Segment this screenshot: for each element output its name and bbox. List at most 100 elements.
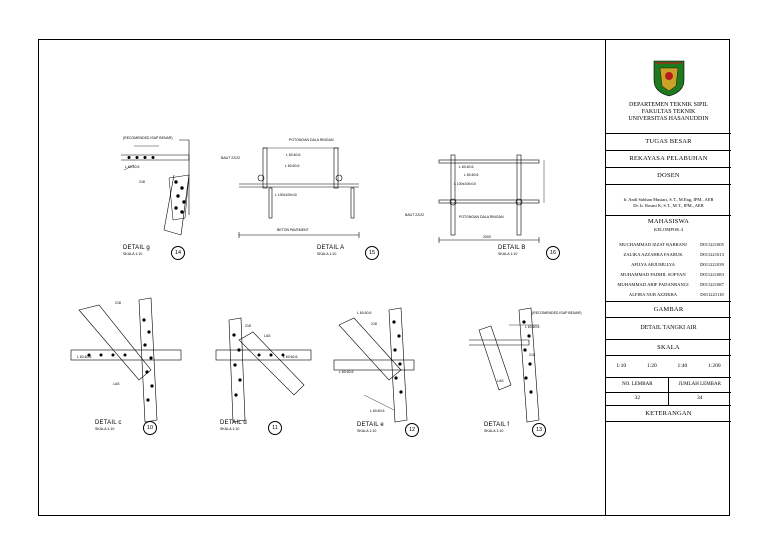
scale-value: 1:200: [708, 363, 721, 369]
detail-e-angle-label-2: L 60.60.6: [339, 370, 354, 374]
member-name: MUCHAMMAD IZZAT RABBANI: [619, 242, 687, 247]
detail-d-dim-label: 218: [245, 324, 251, 328]
students-cell: MAHASISWA KELOMPOK 4 MUCHAMMAD IZZAT RAB…: [606, 216, 731, 302]
detail-c-drawing: [70, 297, 182, 423]
scale-value: 1:10: [616, 363, 627, 369]
students-label: MAHASISWA: [647, 218, 690, 225]
list-item: ALFIRA NUR AZZIKRA D011221118: [610, 292, 728, 301]
detail-g-drawing: [121, 139, 190, 236]
sheet-total-value: 34: [697, 395, 703, 401]
institution-line-1: DEPARTEMEN TEKNIK SIPIL: [629, 102, 708, 108]
detail-a-pavement-label: BETON PAVEMENT: [277, 228, 310, 232]
detail-d-number: 11: [268, 421, 282, 435]
notes-label: KETERANGAN: [606, 406, 731, 422]
drawing-sheet: (RECOMENDED ISAP BENAR) L 60.60.6 218 L …: [38, 39, 731, 516]
detail-g-note: (RECOMENDED ISAP BENAR): [123, 136, 173, 140]
member-name: MUHAMMAD ARIF PADANRANGI: [617, 282, 689, 287]
sheet-total-label: JUMLAH LEMBAR: [678, 382, 721, 387]
detail-e-scale: SKALA 1:10: [357, 429, 377, 433]
detail-a-angle-label: L 60.60.6: [286, 153, 301, 157]
detail-a-title: DETAIL A: [317, 245, 345, 251]
detail-f-title: DETAIL f: [484, 422, 510, 428]
institution-cell: DEPARTEMEN TEKNIK SIPIL FAKULTAS TEKNIK …: [606, 40, 731, 134]
sheet-no-label: NO. LEMBAR: [621, 382, 653, 387]
detail-f-angle-label: L 60.60.6: [525, 325, 540, 329]
sheet-number-cell: NO. LEMBAR JUMLAH LEMBAR 32 34: [606, 378, 731, 406]
detail-g-title: DETAIL g: [123, 245, 150, 251]
detail-e-dim-label: 218: [371, 322, 377, 326]
scale-value: 1:40: [677, 363, 688, 369]
course-name: REKAYASA PELABUHAN: [606, 151, 731, 168]
detail-c-number: 10: [143, 421, 157, 435]
detail-g-number: 14: [171, 246, 185, 260]
drawing-area: (RECOMENDED ISAP BENAR) L 60.60.6 218 L …: [39, 40, 605, 515]
lecturer-names: Ir. Andi Subhan Mustari, S.T., M.Eng, IP…: [606, 185, 731, 216]
detail-a-bolt-label: BAUT 22/22: [221, 156, 240, 160]
member-nim: D011221013: [700, 252, 724, 257]
lecturer-label: DOSEN: [606, 168, 731, 185]
detail-f-scale: SKALA 1:10: [484, 429, 504, 433]
detail-d-las-label: LAS: [264, 334, 271, 338]
list-item: MUCHAMMAD IZZAT RABBANI D011221005: [610, 242, 728, 251]
list-item: MUHAMMAD FADHIL SOFYAN D011221083: [610, 272, 728, 281]
detail-f-drawing: [469, 307, 540, 423]
detail-a-drawing: [238, 147, 360, 238]
detail-e-title: DETAIL e: [357, 422, 384, 428]
institution-line-3: UNIVERSITAS HASANUDDIN: [628, 116, 709, 122]
detail-a-scale: SKALA 1:10: [317, 252, 337, 256]
detail-d-scale: SKALA 1:10: [220, 427, 240, 431]
scale-value: 1:20: [646, 363, 657, 369]
detail-b-angle-label-2: L 60.60.6: [464, 173, 479, 177]
detail-f-note: (RECOMENDED ISAP BENAR): [532, 311, 582, 315]
institution-line-2: FAKULTAS TEKNIK: [641, 109, 696, 115]
detail-b-dim-label: 2000: [483, 235, 491, 239]
sheet-values: 32 34: [606, 395, 731, 401]
drawing-title: DETAIL TANGKI AIR: [606, 318, 731, 340]
member-name: AFILYA ARJUMULYA: [631, 262, 675, 267]
detail-g-dim-label: 218: [139, 180, 145, 184]
detail-c-dim-label: 218: [115, 301, 121, 305]
member-nim: D011221118: [700, 292, 724, 297]
member-nim: D011221083: [700, 272, 724, 277]
detail-g-angle-label: L 60.60.6: [125, 165, 140, 169]
detail-d-drawing: [215, 317, 312, 423]
detail-b-scale: SKALA 1:10: [498, 252, 518, 256]
sheet-labels: NO. LEMBAR JUMLAH LEMBAR: [606, 382, 731, 387]
member-name: ALFIRA NUR AZZIKRA: [628, 292, 678, 297]
detail-b-bolt-label: BAUT 22/22: [405, 213, 424, 217]
detail-e-angle-label-3: L 60.60.6: [370, 409, 385, 413]
detail-f-dim-label: 218: [529, 353, 535, 357]
detail-f-las-label: LAS: [497, 379, 504, 383]
member-name: MUHAMMAD FADHIL SOFYAN: [620, 272, 686, 277]
university-logo-icon: [653, 60, 685, 97]
list-item: MUHAMMAD ARIF PADANRANGI D011221087: [610, 282, 728, 291]
detail-a-angle100-label: L 100x100x10: [275, 193, 297, 197]
detail-a-angle-label-2: L 60.60.6: [285, 164, 300, 168]
detail-a-potongan-label: POTONGAN DALA RINGAN: [289, 138, 334, 142]
detail-b-number: 16: [546, 246, 560, 260]
detail-e-angle-label: L 60.60.6: [357, 311, 372, 315]
detail-c-title: DETAIL c: [95, 420, 122, 426]
member-nim: D011221005: [700, 242, 724, 247]
member-nim: D011221087: [700, 282, 724, 287]
lecturer-1: Ir. Andi Subhan Mustari, S.T., M.Eng, IP…: [623, 197, 714, 202]
group-name: KELOMPOK 4: [654, 227, 683, 232]
scale-label: SKALA: [606, 340, 731, 356]
detail-c-scale: SKALA 1:10: [95, 427, 115, 431]
lecturer-2: Dr. Ir. Rosmi K, S.T., M.T., IPM., AER: [633, 203, 704, 208]
detail-e-drawing: [333, 307, 415, 423]
detail-d-angle-label: L 60.60.6: [283, 355, 298, 359]
detail-f-number: 13: [532, 423, 546, 437]
scale-values-cell: 1:10 1:20 1:40 1:200: [606, 356, 731, 378]
detail-b-drawing: [438, 154, 545, 243]
detail-b-potongan-label: POTONGAN DALA RINGAN: [459, 215, 504, 219]
detail-b-title: DETAIL B: [498, 245, 526, 251]
detail-c-las-label: LAS: [113, 382, 120, 386]
structural-details-drawing: (RECOMENDED ISAP BENAR) L 60.60.6 218 L …: [70, 136, 582, 423]
list-item: ZALIKA AZZAHRA FAARUK D011221013: [610, 252, 728, 261]
title-block: DEPARTEMEN TEKNIK SIPIL FAKULTAS TEKNIK …: [605, 40, 731, 515]
detail-a-number: 15: [365, 246, 379, 260]
detail-d-title: DETAIL d: [220, 420, 247, 426]
scale-values: 1:10 1:20 1:40 1:200: [606, 363, 731, 369]
detail-b-angle100-label: L 100x100x10: [454, 182, 476, 186]
